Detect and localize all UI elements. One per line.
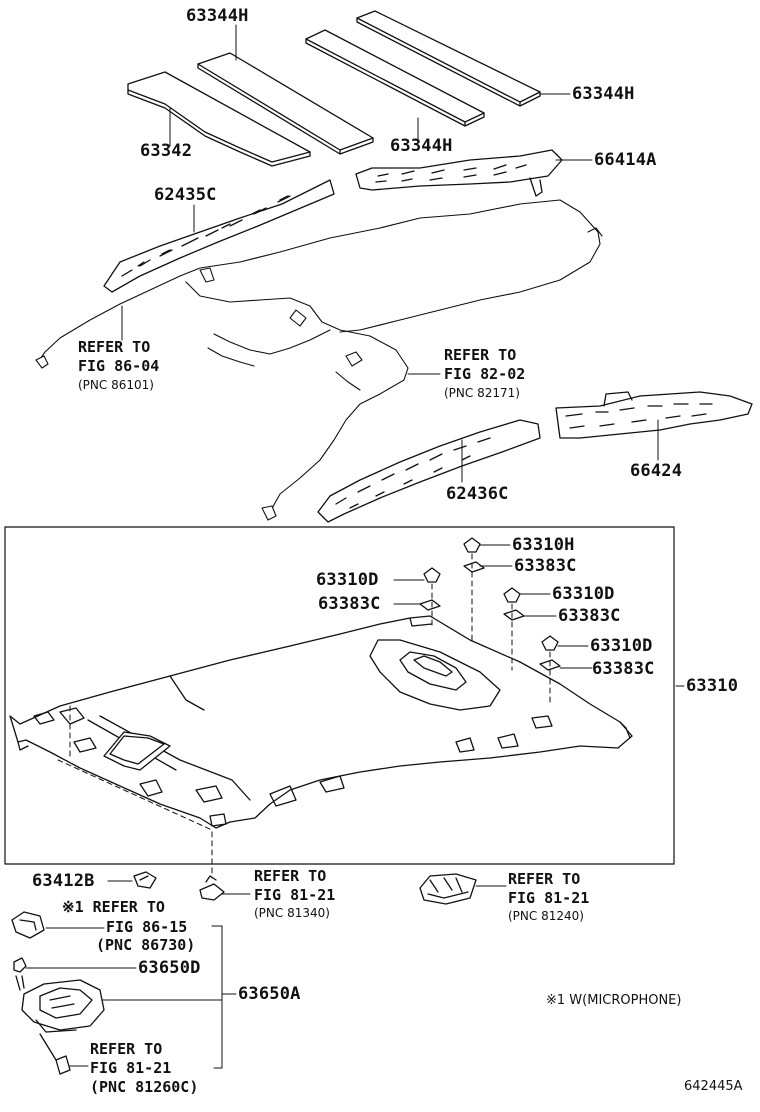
ref-line2: FIG 86-04 [78, 357, 160, 375]
ref-line1: REFER TO [444, 346, 517, 364]
label-63342: 63342 [140, 141, 193, 161]
ref-line1: REFER TO [254, 867, 327, 885]
label-63383C-4: 63383C [592, 659, 655, 679]
label-62436C: 62436C [446, 484, 509, 504]
ref-pnc: (PNC 81240) [508, 909, 584, 923]
ref-line2: FIG 82-02 [444, 365, 526, 383]
ref-line1: REFER TO [78, 338, 151, 356]
clips [419, 537, 561, 671]
label-63310D-3: 63310D [590, 636, 653, 656]
ref-line2: FIG 86-15 [106, 918, 188, 936]
part-81340 [199, 875, 225, 901]
label-63383C-3: 63383C [558, 606, 621, 626]
part-81240 [419, 873, 477, 905]
ref-pnc: (PNC 81260C) [90, 1078, 199, 1096]
label-66424: 66424 [630, 461, 683, 481]
ref-pnc: (PNC 86101) [78, 378, 154, 392]
console-63650A [21, 979, 105, 1033]
ref-line2: FIG 81-21 [90, 1059, 172, 1077]
ref-line1: REFER TO [90, 1040, 163, 1058]
headliner-63310 [9, 615, 633, 829]
ref-line2: FIG 81-21 [254, 886, 336, 904]
clip-63412B [133, 871, 157, 889]
pad-63344H-back [305, 29, 485, 127]
strip-66424 [555, 391, 753, 439]
label-63412B: 63412B [32, 871, 95, 891]
label-63383C-1: 63383C [514, 556, 577, 576]
ref-pnc: (PNC 82171) [444, 386, 520, 400]
label-63650D: 63650D [138, 958, 201, 978]
figure-id: 642445A [684, 1079, 743, 1094]
ref-line1: ※1 REFER TO [62, 898, 165, 916]
pad-63342 [127, 71, 311, 167]
label-63383C-2: 63383C [318, 594, 381, 614]
pad-63344H-middle [197, 52, 374, 155]
strip-66414A [355, 149, 563, 197]
screw-63650D [13, 957, 27, 991]
strip-62436C [317, 419, 541, 523]
label-63344H-mid: 63344H [390, 136, 453, 156]
wire-harness [35, 199, 603, 521]
label-63310H: 63310H [512, 535, 575, 555]
ref-pnc: (PNC 86730) [96, 936, 196, 954]
label-62435C: 62435C [154, 185, 217, 205]
microphone-86730 [11, 911, 45, 939]
ref-line1: REFER TO [508, 870, 581, 888]
label-63310D-2: 63310D [552, 584, 615, 604]
bulb-81260C [39, 1033, 71, 1075]
label-63344H-right: 63344H [572, 84, 635, 104]
label-66414A: 66414A [594, 150, 657, 170]
label-63650A: 63650A [238, 984, 301, 1004]
ref-pnc: (PNC 81340) [254, 906, 330, 920]
ref-line2: FIG 81-21 [508, 889, 590, 907]
footnote: ※1 W(MICROPHONE) [546, 993, 682, 1008]
label-63344H-top: 63344H [186, 6, 249, 26]
strip-62435C [103, 179, 335, 293]
pad-63344H-right [356, 10, 541, 107]
headliner-frame [4, 526, 675, 865]
label-63310: 63310 [686, 676, 739, 696]
label-63310D-1: 63310D [316, 570, 379, 590]
dashed-leaders [57, 553, 551, 879]
